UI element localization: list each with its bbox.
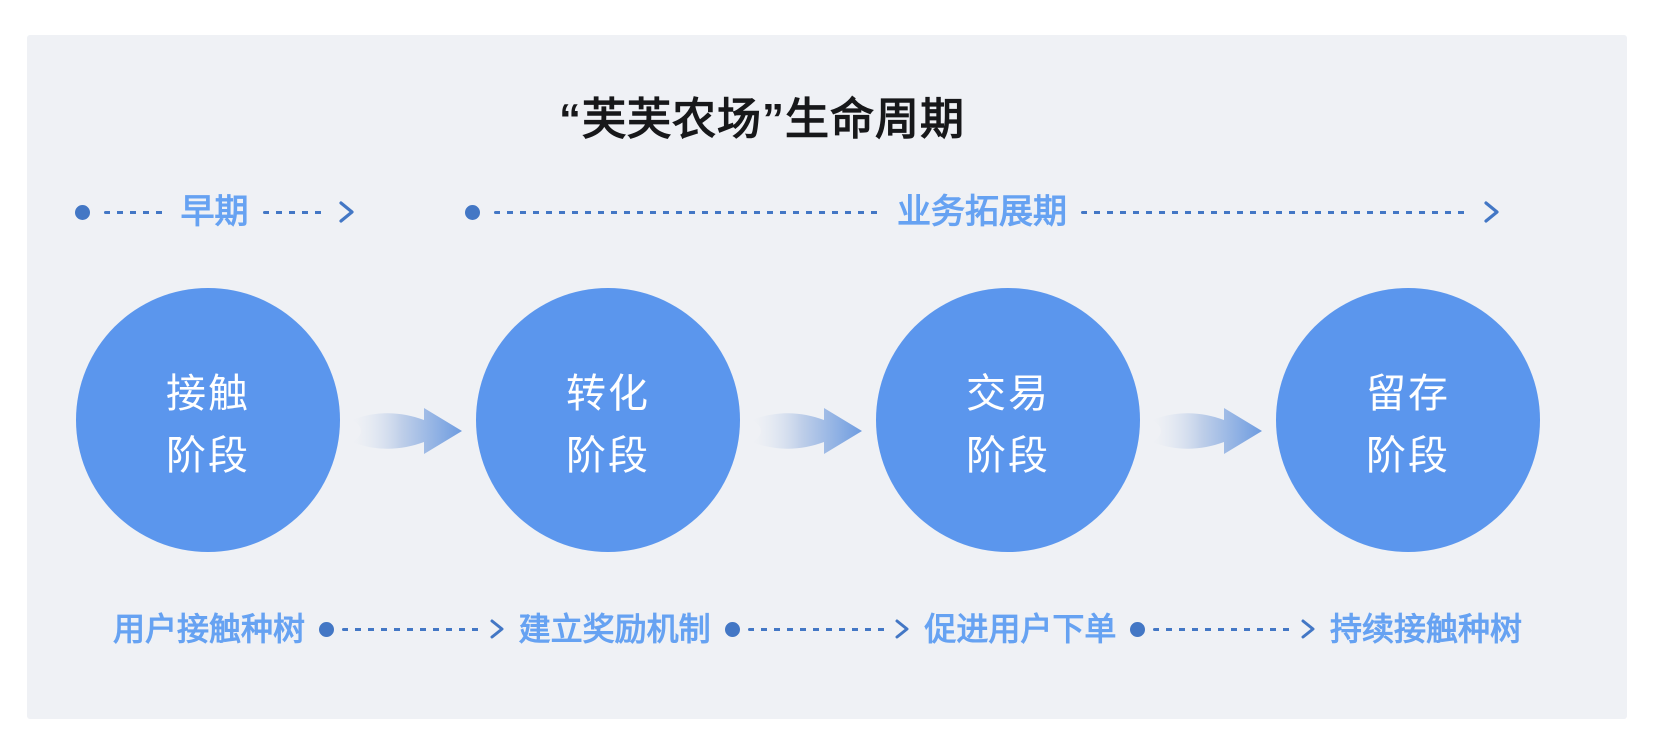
dashed-arrow — [724, 618, 911, 640]
action-label-plant-trees: 用户接触种树 — [113, 611, 306, 647]
arrow-dot — [319, 621, 335, 637]
arrowhead-icon — [339, 201, 354, 223]
stage-circle-contact: 接触 阶段 — [76, 288, 340, 552]
stage-title-line: 阶段 — [966, 434, 1050, 478]
arrowhead-icon — [490, 619, 504, 639]
phase-arrow-expansion: 业务拓展期 — [465, 192, 1500, 232]
arrowhead-icon — [1301, 619, 1315, 639]
dashed-line — [1081, 210, 1470, 214]
stage-circle-conversion: 转化 阶段 — [476, 288, 740, 552]
stage-title-line: 转化 — [566, 372, 650, 416]
timeline-start-dot — [75, 204, 90, 220]
action-label-continuous-contact: 持续接触种树 — [1329, 611, 1522, 647]
dashed-line — [747, 627, 888, 631]
stage-title-line: 阶段 — [566, 434, 650, 478]
dashed-arrow — [1130, 618, 1316, 640]
dashed-arrow — [319, 618, 505, 640]
dashed-line — [1153, 627, 1293, 631]
lifecycle-card: “芙芙农场”生命周期 早期 业务拓展期 接触 阶段 转化 阶段 交易 阶段 留存… — [27, 35, 1627, 719]
arrow-dot — [1130, 621, 1146, 637]
stage-title-line: 留存 — [1366, 372, 1450, 416]
arrowhead-icon — [895, 619, 909, 639]
phase-arrow-early: 早期 — [75, 192, 355, 232]
arrowhead-icon — [1484, 201, 1499, 223]
stage-transition-arrow-icon — [1152, 408, 1262, 454]
stage-circle-transaction: 交易 阶段 — [876, 288, 1140, 552]
bottom-action-row: 用户接触种树 建立奖励机制 促进用户下单 持续接触种树 — [113, 608, 1522, 650]
action-label-promote-orders: 促进用户下单 — [924, 611, 1117, 647]
arrow-dot — [724, 621, 740, 637]
stage-title-line: 交易 — [966, 372, 1050, 416]
stage-transition-arrow-icon — [352, 408, 462, 454]
stage-transition-arrow-icon — [752, 408, 862, 454]
action-label-reward-mechanism: 建立奖励机制 — [518, 611, 711, 647]
timeline-start-dot — [465, 204, 480, 220]
stage-title-line: 阶段 — [166, 434, 250, 478]
stage-circle-retention: 留存 阶段 — [1276, 288, 1540, 552]
phase-label-expansion: 业务拓展期 — [897, 193, 1067, 231]
stage-title-line: 接触 — [166, 372, 250, 416]
diagram-title: “芙芙农场”生命周期 — [559, 95, 965, 144]
dashed-line — [342, 627, 482, 631]
dashed-line — [494, 210, 883, 214]
dashed-line — [104, 210, 167, 214]
stage-title-line: 阶段 — [1366, 434, 1450, 478]
dashed-line — [262, 210, 325, 214]
phase-label-early: 早期 — [180, 193, 249, 231]
